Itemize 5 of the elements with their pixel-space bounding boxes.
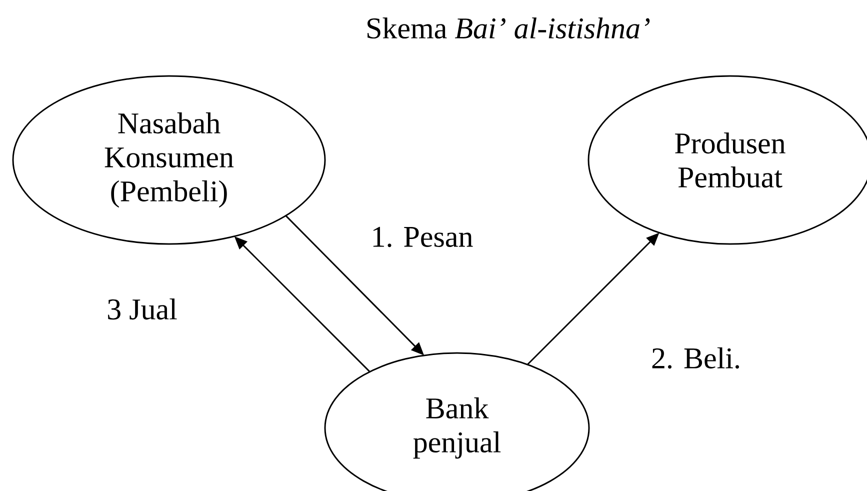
edge-label: 2. Beli.: [650, 346, 742, 370]
edge-label: 3 Jual: [106, 297, 178, 321]
edge-label: 1. Pesan: [370, 226, 474, 248]
ellipse-node: Nasabah Konsumen (Pembeli): [12, 75, 326, 245]
title: Skema Bai’ al-istishna’: [368, 17, 650, 39]
